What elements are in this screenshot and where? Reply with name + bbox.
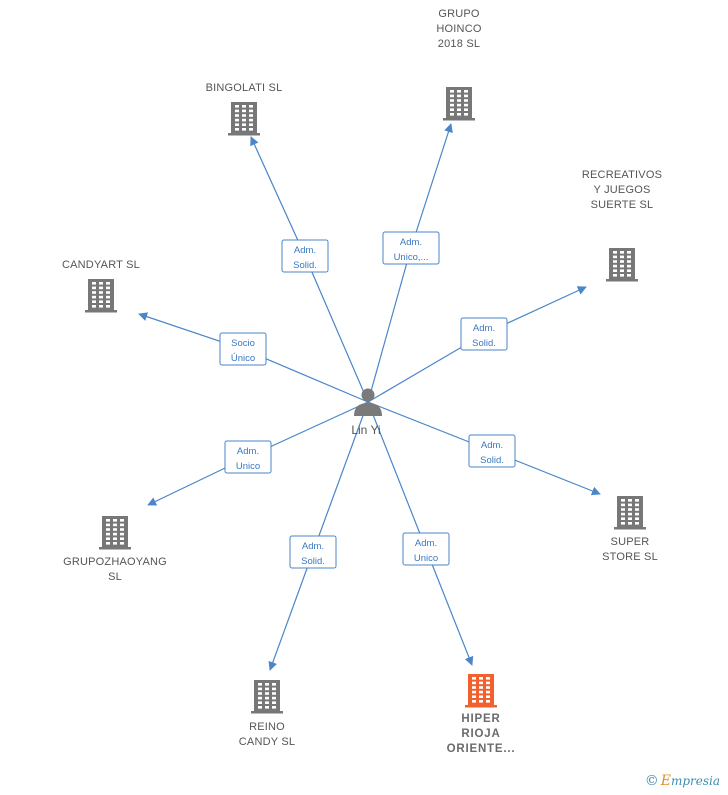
edge-label-bingolati[interactable]: Adm. Solid.	[281, 239, 329, 273]
company-label-hiper-rioja[interactable]: ORIENTE...	[447, 743, 516, 755]
company-label-reino-candy[interactable]: REINO	[249, 721, 285, 733]
edge-label-text: Adm.	[473, 323, 495, 334]
edge-label-text: Único	[231, 353, 255, 364]
edge-label-text: Unico	[414, 553, 438, 564]
edge-label-text: Solid.	[472, 338, 496, 349]
footer-brand: ©Empresia	[645, 773, 720, 789]
company-label-grupo-hoinco[interactable]: GRUPO	[438, 8, 480, 20]
edge-label-recreativos[interactable]: Adm. Solid.	[460, 317, 508, 351]
edge-label-reino-candy[interactable]: Adm. Solid.	[289, 535, 337, 569]
company-label-bingolati[interactable]: BINGOLATI SL	[206, 82, 283, 94]
company-label-grupo-hoinco[interactable]: HOINCO	[436, 23, 481, 35]
person-icon[interactable]	[354, 388, 382, 417]
edge-label-text: Solid.	[293, 260, 317, 271]
edge-label-text: Adm.	[302, 541, 324, 552]
edge-label-text: Solid.	[301, 556, 325, 567]
building-icon-candyart[interactable]	[85, 279, 117, 313]
company-label-candyart[interactable]: CANDYART SL	[62, 259, 140, 271]
building-icon-super-store[interactable]	[614, 496, 646, 530]
copyright-icon: ©	[644, 773, 659, 789]
brand-name: mpresia	[670, 774, 720, 788]
brand-initial: E	[660, 773, 671, 789]
company-label-grupozhaoyang[interactable]: SL	[108, 571, 122, 583]
company-label-hiper-rioja[interactable]: HIPER	[461, 713, 500, 725]
building-icon-grupozhaoyang[interactable]	[99, 516, 131, 550]
edge-label-text: Adm.	[415, 538, 437, 549]
edge-label-text: Adm.	[481, 440, 503, 451]
edge-label-text: Adm.	[237, 446, 259, 457]
building-icon-recreativos[interactable]	[606, 248, 638, 282]
person-name[interactable]: Lin Yi	[351, 423, 380, 437]
company-label-recreativos[interactable]: Y JUEGOS	[593, 184, 650, 196]
edge-label-grupo-hoinco[interactable]: Adm. Unico,...	[382, 231, 440, 265]
edge-label-text: Adm.	[400, 237, 422, 248]
building-icon-reino-candy[interactable]	[251, 680, 283, 714]
company-label-super-store[interactable]: SUPER	[611, 536, 650, 548]
edge-label-hiper-rioja[interactable]: Adm. Unico	[402, 532, 450, 566]
edge-label-super-store[interactable]: Adm. Solid.	[468, 434, 516, 468]
company-label-super-store[interactable]: STORE SL	[602, 551, 658, 563]
building-icon-hiper-rioja[interactable]	[465, 674, 497, 708]
edge-label-text: Socio	[231, 338, 255, 349]
edge-label-grupozhaoyang[interactable]: Adm. Unico	[224, 440, 272, 474]
edge-label-text: Unico,...	[394, 252, 429, 263]
company-label-grupo-hoinco[interactable]: 2018 SL	[438, 38, 480, 50]
edge-label-text: Unico	[236, 461, 260, 472]
company-label-recreativos[interactable]: RECREATIVOS	[582, 169, 662, 181]
company-label-grupozhaoyang[interactable]: GRUPOZHAOYANG	[63, 556, 167, 568]
company-label-hiper-rioja[interactable]: RIOJA	[461, 728, 500, 740]
edge-label-text: Adm.	[294, 245, 316, 256]
building-icon-bingolati[interactable]	[228, 102, 260, 136]
company-label-recreativos[interactable]: SUERTE SL	[591, 199, 654, 211]
company-label-reino-candy[interactable]: CANDY SL	[239, 736, 295, 748]
building-icon-grupo-hoinco[interactable]	[443, 87, 475, 121]
edge-label-text: Solid.	[480, 455, 504, 466]
